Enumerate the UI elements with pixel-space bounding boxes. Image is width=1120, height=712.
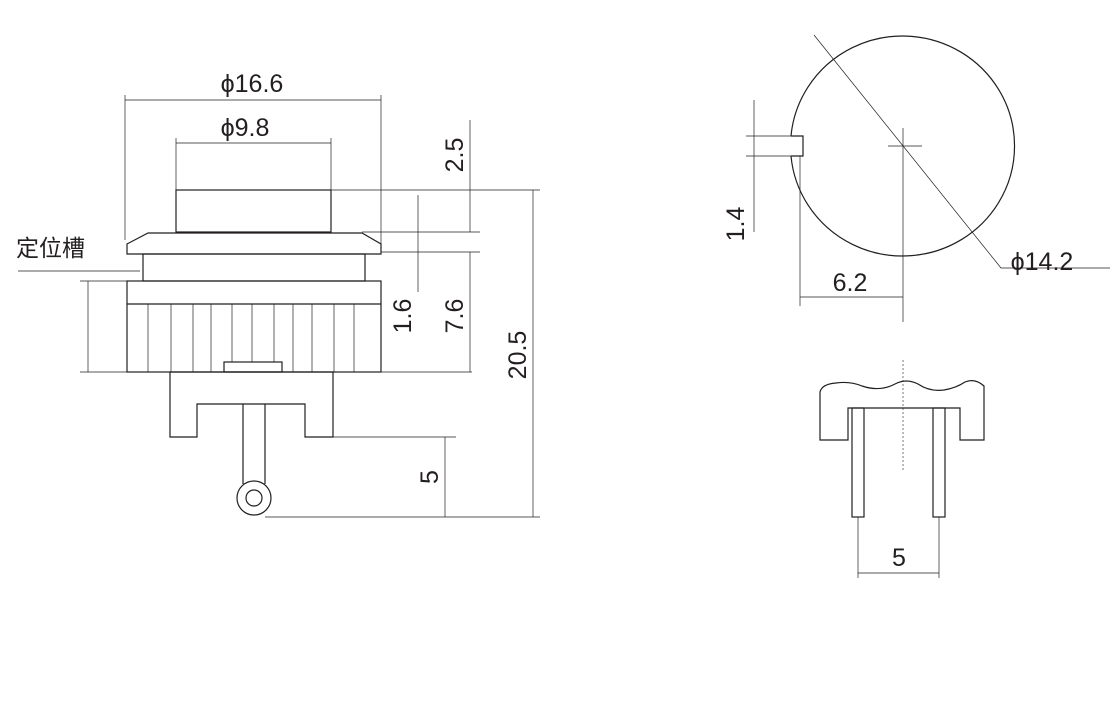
locating-notch [791, 135, 804, 157]
dim-flange-height: 1.6 [389, 299, 417, 334]
terminal-hole [245, 489, 263, 507]
base-bracket [169, 371, 334, 438]
dim-cap-height: 2.5 [441, 138, 469, 173]
dim-notch-offset: 6.2 [833, 269, 868, 297]
housing [126, 280, 382, 373]
front-view: 5 [819, 360, 985, 578]
terminal-lug [236, 480, 272, 516]
slot-label: 定位槽 [16, 236, 85, 262]
button-profile [819, 380, 985, 441]
dim-total-height: 20.5 [504, 331, 532, 380]
dim-cap-diameter-top: ϕ14.2 [1011, 248, 1074, 276]
side-dimensions [18, 95, 540, 518]
side-view: ϕ16.6 ϕ9.8 定位槽 2.5 1.6 7.6 20.5 5 [16, 70, 540, 518]
housing-ribs [147, 304, 355, 372]
dim-pin-length: 5 [416, 470, 444, 484]
terminal-pin [242, 404, 266, 484]
key-block [223, 361, 283, 373]
cap-body [175, 189, 332, 233]
dim-notch-width: 1.4 [722, 207, 750, 242]
right-pin [932, 407, 946, 518]
cap-outline [790, 35, 1016, 257]
top-view: 1.4 6.2 ϕ14.2 [722, 34, 1110, 322]
dim-cap-diameter: ϕ9.8 [221, 114, 270, 142]
dim-body-height: 7.6 [441, 299, 469, 334]
diameter-leader [813, 34, 1110, 269]
flange [126, 232, 382, 255]
left-pin [851, 407, 865, 518]
dim-outer-diameter: ϕ16.6 [221, 70, 284, 98]
neck [142, 253, 366, 282]
dim-pin-spacing: 5 [892, 544, 906, 572]
